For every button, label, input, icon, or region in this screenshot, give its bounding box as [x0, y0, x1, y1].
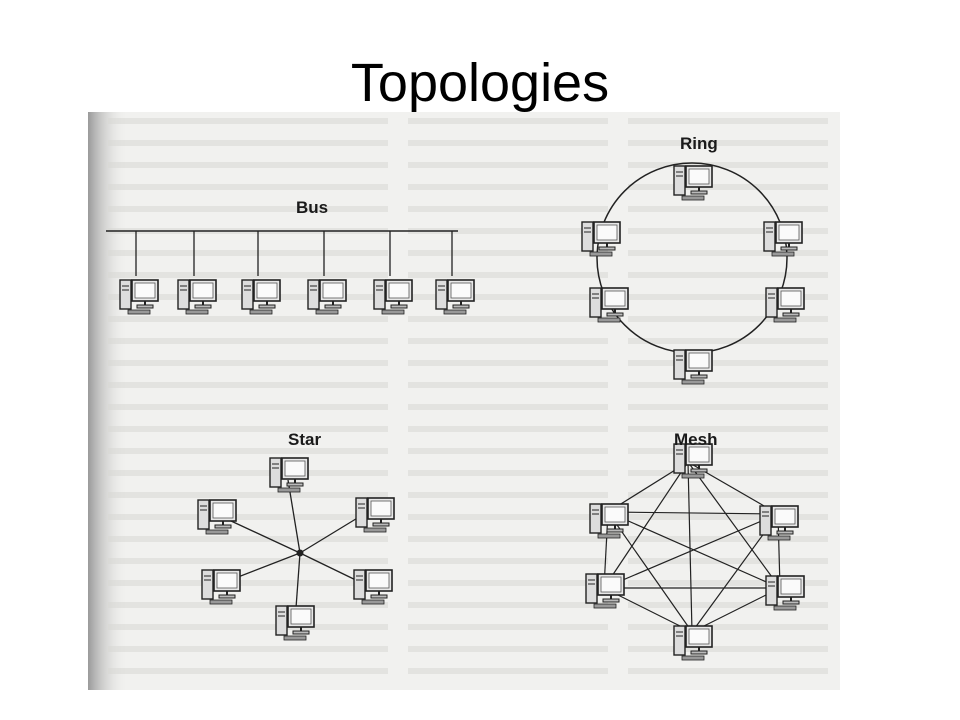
background-text-line — [408, 338, 608, 344]
background-text-line — [108, 536, 388, 542]
background-text-line — [628, 206, 828, 212]
background-text-line — [408, 558, 608, 564]
background-text-line — [408, 668, 608, 674]
background-text-line — [108, 602, 388, 608]
bus-diagram — [106, 230, 475, 315]
background-text-line — [108, 250, 388, 256]
background-text-line — [628, 470, 828, 476]
topology-diagrams — [88, 112, 840, 690]
background-text-line — [108, 448, 388, 454]
scanned-textbook-page: Bus Ring Star Mesh — [88, 112, 840, 690]
background-text-line — [628, 250, 828, 256]
background-text-line — [628, 184, 828, 190]
background-text-line — [628, 404, 828, 410]
background-text-line — [408, 426, 608, 432]
background-text-line — [408, 162, 608, 168]
star-hub — [296, 549, 304, 557]
background-text-line — [408, 470, 608, 476]
background-text-line — [628, 492, 828, 498]
background-text-line — [628, 272, 828, 278]
background-text-line — [108, 140, 388, 146]
background-text-line — [108, 426, 388, 432]
background-text-line — [628, 536, 828, 542]
background-text-line — [628, 140, 828, 146]
background-text-line — [108, 316, 388, 322]
background-text-line — [108, 514, 388, 520]
background-text-line — [408, 316, 608, 322]
background-text-line — [408, 118, 608, 124]
background-text-line — [408, 646, 608, 652]
background-text-line — [628, 382, 828, 388]
background-text-line — [108, 118, 388, 124]
background-text-line — [628, 338, 828, 344]
background-text-line — [408, 360, 608, 366]
background-text-line — [408, 624, 608, 630]
star-diagram — [197, 457, 395, 641]
star-label: Star — [288, 430, 322, 449]
background-text-line — [628, 646, 828, 652]
background-text-line — [628, 602, 828, 608]
background-text-line — [628, 118, 828, 124]
background-text-line — [408, 536, 608, 542]
background-text-line — [628, 162, 828, 168]
background-text-line — [108, 338, 388, 344]
background-text-line — [628, 426, 828, 432]
background-text-line — [628, 624, 828, 630]
bus-label: Bus — [296, 198, 329, 217]
background-text-line — [628, 360, 828, 366]
background-text-line — [108, 492, 388, 498]
background-text-line — [408, 404, 608, 410]
background-text-line — [408, 206, 608, 212]
background-text-line — [628, 316, 828, 322]
background-text-line — [408, 140, 608, 146]
background-text-line — [408, 184, 608, 190]
background-text-line — [408, 250, 608, 256]
background-text-line — [108, 206, 388, 212]
background-text-line — [108, 580, 388, 586]
background-text-line — [408, 602, 608, 608]
background-text-line — [108, 382, 388, 388]
background-text-line — [628, 228, 828, 234]
background-text-line — [108, 558, 388, 564]
background-text-line — [108, 360, 388, 366]
background-text-line — [408, 492, 608, 498]
background-text-line — [408, 382, 608, 388]
background-text-line — [108, 646, 388, 652]
background-text-line — [408, 294, 608, 300]
background-text-line — [108, 470, 388, 476]
background-text-line — [108, 404, 388, 410]
background-text-line — [108, 162, 388, 168]
background-text-line — [408, 228, 608, 234]
background-text-line — [108, 184, 388, 190]
background-text-line — [628, 668, 828, 674]
background-text-line — [408, 580, 608, 586]
background-text-line — [108, 624, 388, 630]
background-text-line — [108, 668, 388, 674]
background-text-line — [408, 448, 608, 454]
bus-taps — [135, 231, 453, 276]
ring-diagram — [581, 162, 805, 385]
background-text-line — [628, 294, 828, 300]
background-text-line — [628, 448, 828, 454]
background-text-line — [408, 514, 608, 520]
background-text-line — [108, 272, 388, 278]
mesh-label: Mesh — [674, 430, 718, 449]
ring-label: Ring — [680, 134, 718, 153]
background-text-line — [628, 558, 828, 564]
mesh-diagram — [585, 443, 805, 661]
slide-title: Topologies — [350, 53, 610, 113]
background-text-line — [408, 272, 608, 278]
